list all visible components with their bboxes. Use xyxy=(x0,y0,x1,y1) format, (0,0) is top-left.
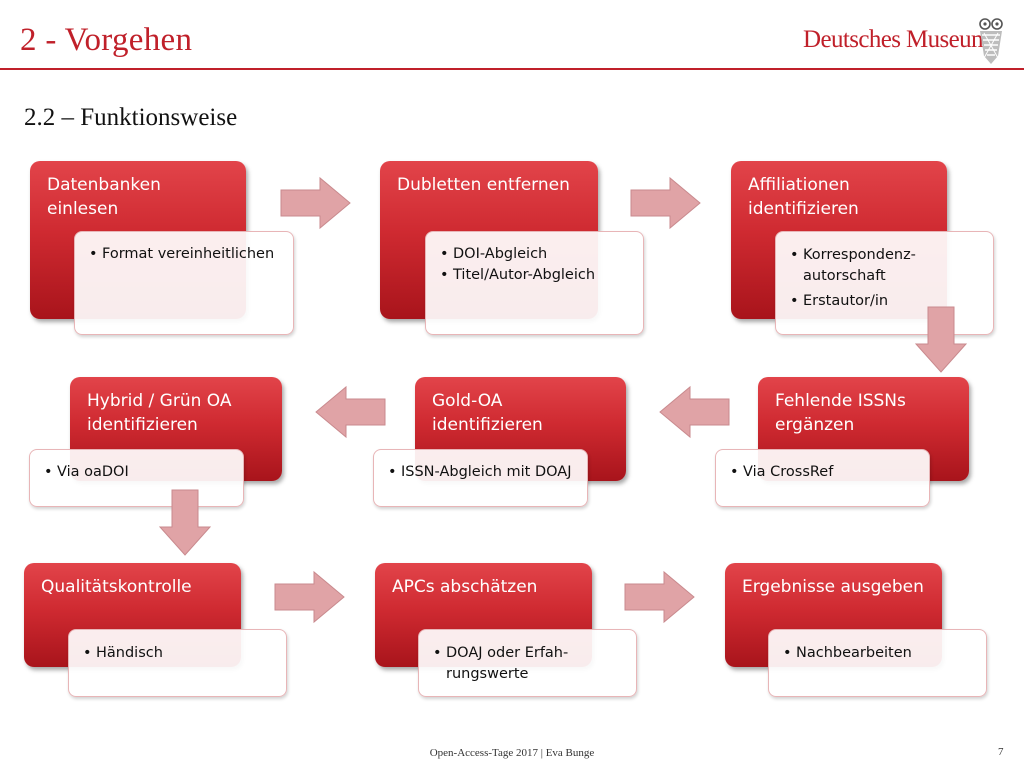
step-title: Ergebnisse ausgeben xyxy=(742,577,924,597)
arrow-right-icon xyxy=(624,570,695,624)
step-note-item: Titel/Autor-Abgleich xyxy=(440,265,635,286)
step-note-item: DOAJ oder Erfah-rungswerte xyxy=(433,643,628,685)
step-note-datenbanken: Format vereinheitlichen xyxy=(74,231,294,335)
step-note-item: Via oaDOI xyxy=(44,462,235,483)
step-note-item: DOI-Abgleich xyxy=(440,244,635,265)
step-note-affiliationen: Korrespondenz-autorschaft Erstautor/in xyxy=(775,231,994,335)
arrow-down-icon xyxy=(158,489,212,556)
museum-logo: Deutsches Museum xyxy=(803,26,991,53)
step-note-qualitaet: Händisch xyxy=(68,629,287,697)
step-note-item: Händisch xyxy=(83,643,278,664)
page-number: 7 xyxy=(998,746,1004,758)
owl-icon xyxy=(979,18,1003,64)
arrow-down-icon xyxy=(914,306,968,373)
step-note-dubletten: DOI-Abgleich Titel/Autor-Abgleich xyxy=(425,231,644,335)
arrow-right-icon xyxy=(274,570,345,624)
step-title: Datenbanken einlesen xyxy=(47,175,161,219)
title-divider xyxy=(0,68,1024,70)
step-note-apcs: DOAJ oder Erfah-rungswerte xyxy=(418,629,637,697)
page-title: 2 - Vorgehen xyxy=(20,22,193,58)
step-title: Dubletten entfernen xyxy=(397,175,570,195)
step-note-ergebnisse: Nachbearbeiten xyxy=(768,629,987,697)
arrow-right-icon xyxy=(280,176,351,230)
step-note-item: ISSN-Abgleich mit DOAJ xyxy=(388,462,579,483)
section-subtitle: 2.2 – Funktionsweise xyxy=(24,104,238,131)
step-title: Gold-OA identifizieren xyxy=(432,391,543,435)
step-note-gold-oa: ISSN-Abgleich mit DOAJ xyxy=(373,449,588,507)
step-note-item: Format vereinheitlichen xyxy=(89,244,285,265)
arrow-right-icon xyxy=(630,176,701,230)
step-note-hybrid: Via oaDOI xyxy=(29,449,244,507)
step-note-item: Korrespondenz-autorschaft xyxy=(790,245,985,287)
step-note-item: Nachbearbeiten xyxy=(783,643,978,664)
step-title: Affiliationen identifizieren xyxy=(748,175,859,219)
step-title: Qualitätskontrolle xyxy=(41,577,192,597)
step-title: Fehlende ISSNs ergänzen xyxy=(775,391,906,435)
step-note-issns: Via CrossRef xyxy=(715,449,930,507)
step-note-item: Via CrossRef xyxy=(730,462,921,483)
arrow-left-icon xyxy=(315,385,386,439)
arrow-left-icon xyxy=(659,385,730,439)
step-note-item: Erstautor/in xyxy=(790,291,985,312)
footer-text: Open-Access-Tage 2017 | Eva Bunge xyxy=(429,747,595,759)
step-title: Hybrid / Grün OA identifizieren xyxy=(87,391,232,435)
step-title: APCs abschätzen xyxy=(392,577,538,597)
